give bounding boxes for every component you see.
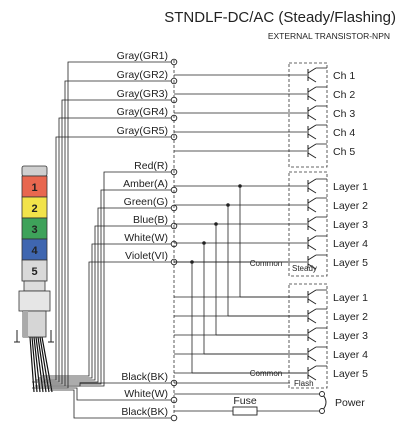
wire-label: Gray(GR4) <box>117 106 168 118</box>
output-label: Layer 3 <box>333 219 368 231</box>
tower-mount-right <box>48 330 54 343</box>
output-label: Layer 2 <box>333 311 368 323</box>
tower-segment-label: 1 <box>31 182 37 194</box>
npn-transistor-symbol <box>307 124 317 140</box>
wire-label: White(W) <box>124 232 168 244</box>
wire-label: Red(R) <box>134 160 168 172</box>
wire-label: Violet(VI) <box>125 250 168 262</box>
wire-line <box>32 207 172 383</box>
wire-line <box>38 243 172 379</box>
output-label: Layer 1 <box>333 292 368 304</box>
fuse-label: Fuse <box>233 395 257 407</box>
tower-mount-left <box>14 330 20 343</box>
junction-dot <box>226 203 230 207</box>
output-label: Ch 1 <box>333 70 355 82</box>
wire-label: White(W) <box>124 388 168 400</box>
wire-line <box>44 382 172 387</box>
npn-transistor-symbol <box>307 254 317 270</box>
output-label: Layer 4 <box>333 238 368 250</box>
wire-label: Black(BK) <box>121 371 168 383</box>
output-label: Layer 5 <box>333 368 368 380</box>
steady-box-label: Steady <box>292 264 317 273</box>
junction-dot <box>202 241 206 245</box>
signal-tower: 1 2 3 4 5 <box>14 165 54 393</box>
tower-segment-label: 5 <box>31 266 37 278</box>
npn-transistor-symbol <box>307 235 317 251</box>
wire-line <box>50 389 172 419</box>
power-terminal-top <box>319 391 325 397</box>
npn-transistor-symbol <box>307 289 317 305</box>
output-label: Layer 4 <box>333 349 368 361</box>
terminal <box>170 414 178 422</box>
output-label: Ch 5 <box>333 146 355 158</box>
wire-label: Amber(A) <box>123 178 168 190</box>
wire-label: Gray(GR2) <box>117 69 168 81</box>
flash-common-label: Common <box>250 369 282 378</box>
output-label: Layer 3 <box>333 330 368 342</box>
power-label: Power <box>335 397 365 409</box>
junction-dot <box>214 222 218 226</box>
npn-transistor-symbol <box>307 178 317 194</box>
npn-transistor-symbol <box>307 327 317 343</box>
tower-cable <box>29 336 53 393</box>
output-label: Layer 5 <box>333 257 368 269</box>
wire-line <box>41 261 172 377</box>
tower-segment-label: 3 <box>31 224 37 236</box>
wire-label: Gray(GR1) <box>117 50 168 62</box>
wire-label: Gray(GR3) <box>117 88 168 100</box>
wire-label: Green(G) <box>124 196 168 208</box>
power-terminal-bottom <box>319 408 325 414</box>
tower-cap <box>21 165 48 177</box>
wire-label: Black(BK) <box>121 406 168 418</box>
steady-common-label: Common <box>250 259 282 268</box>
tower-segment-label: 4 <box>31 245 38 257</box>
wire-line <box>50 189 172 385</box>
channel-output-box <box>288 62 328 168</box>
tower-base-upper <box>23 280 46 292</box>
wire-line <box>35 225 172 381</box>
npn-transistor-symbol <box>307 308 317 324</box>
output-label: Ch 4 <box>333 127 355 139</box>
npn-transistor-symbol <box>307 197 317 213</box>
junction-dot <box>238 184 242 188</box>
npn-transistor-symbol <box>307 86 317 102</box>
tower-base <box>18 290 51 312</box>
output-label: Ch 3 <box>333 108 355 120</box>
output-label: Ch 2 <box>333 89 355 101</box>
wire-label: Gray(GR5) <box>117 125 168 137</box>
wire-label: Blue(B) <box>133 214 168 226</box>
tower-segment-label: 2 <box>31 203 37 215</box>
output-label: Layer 1 <box>333 181 368 193</box>
npn-transistor-symbol <box>307 346 317 362</box>
npn-transistor-symbol <box>307 143 317 159</box>
npn-transistor-symbol <box>307 105 317 121</box>
flash-box-label: Flash <box>294 379 314 388</box>
npn-transistor-symbol <box>307 365 317 381</box>
power-section: Fuse Power <box>174 391 365 416</box>
output-label: Layer 2 <box>333 200 368 212</box>
flash-output-box <box>288 283 328 389</box>
diagram-title: STNDLF-DC/AC (Steady/Flashing) <box>164 9 396 26</box>
npn-transistor-symbol <box>307 216 317 232</box>
npn-transistor-symbol <box>307 67 317 83</box>
fuse-symbol <box>232 406 258 416</box>
wire-line <box>47 387 172 401</box>
tower-connector-shade <box>23 311 28 337</box>
diagram-subtitle: EXTERNAL TRANSISTOR-NPN <box>268 31 390 41</box>
